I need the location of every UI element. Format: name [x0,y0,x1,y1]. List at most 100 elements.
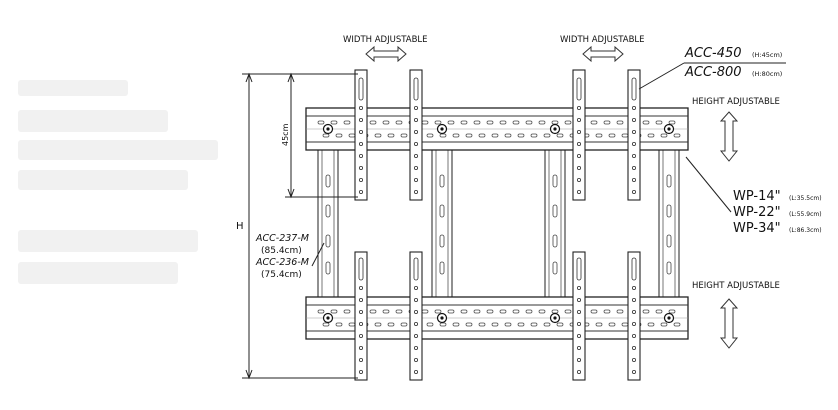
arm-hole [358,357,363,362]
plate-slot [655,309,663,314]
arm-hole [358,309,363,314]
faded-text-block [18,262,178,284]
bolt-center [553,316,557,320]
arm-hole [577,369,582,374]
acc-arm-code: ACC-800 [684,65,742,80]
plate-slot [330,309,338,314]
faded-text-block [18,80,128,96]
plate-slot [335,322,343,327]
plate-slot [382,309,390,314]
arm-hole [632,369,637,374]
wall-plate-note: (L:55.9cm) [789,211,822,218]
plate-slot [538,120,546,125]
plate-slot [426,322,434,327]
plate-slot [543,322,551,327]
rail-code: ACC-237-M [255,233,309,244]
plate-slot [473,309,481,314]
plate-slot [504,133,512,138]
arm-slot [413,77,419,101]
plate-slot [439,322,447,327]
plate-slot [400,133,408,138]
plate-slot [668,120,676,125]
plate-slot [642,120,650,125]
width-adjustable-label-right: WIDTH ADJUSTABLE [560,35,645,45]
arm-hole [577,177,582,182]
arm-hole [577,106,582,111]
plate-slot [434,309,442,314]
plate-slot [465,133,473,138]
plate-slot [660,133,668,138]
plate-slot [426,133,434,138]
arm-hole [413,165,418,170]
arm-hole [358,141,363,146]
arm-hole [413,297,418,302]
plate-slot [387,322,395,327]
plate-slot [486,120,494,125]
vertical-rail [658,149,680,301]
arm-hole [577,165,582,170]
arm-slot [631,257,637,281]
arm-slot [413,257,419,281]
arm-hole [413,345,418,350]
arm-hole [358,177,363,182]
rail-slot [325,234,331,248]
bolt-center [553,127,557,131]
arm-hole [358,369,363,374]
mount-frame-drawing [305,69,689,381]
arm-hole [577,321,582,326]
arm-slot [358,77,364,101]
plate-slot [564,309,572,314]
plate-slot [590,120,598,125]
arm-hole [358,333,363,338]
arm-hole [577,357,582,362]
wall-plate-code: WP-34" [733,221,781,236]
plate-slot [647,322,655,327]
plate-slot [460,309,468,314]
arm-hole [632,285,637,290]
rail-note: (75.4cm) [261,270,302,280]
plate-slot [530,133,538,138]
plate-slot [478,322,486,327]
bolt-center [667,127,671,131]
rail-slot [666,204,672,218]
arm-hole [413,369,418,374]
arm-hole [632,309,637,314]
plate-slot [616,120,624,125]
rail-slot [439,234,445,248]
plate-slot [556,133,564,138]
arm-slot [576,257,582,281]
plate-slot [504,322,512,327]
height-adjustable-label-top: HEIGHT ADJUSTABLE [692,97,780,107]
plate-slot [382,120,390,125]
plate-slot [491,322,499,327]
hanging-arm [627,69,641,201]
arm-hole [358,106,363,111]
plate-slot [673,322,681,327]
bolt-center [667,316,671,320]
arm-hole [358,189,363,194]
bolt-center [440,316,444,320]
faded-text-block [18,110,168,132]
45cm-dimension [285,72,358,199]
plate-slot [621,322,629,327]
arm-hole [358,297,363,302]
height-adjustable-label-bottom: HEIGHT ADJUSTABLE [692,281,780,291]
plate-slot [595,133,603,138]
plate-slot [452,133,460,138]
plate-slot [543,133,551,138]
wall-plate-code: WP-14" [733,189,781,204]
plate-slot [621,133,629,138]
rail-slot [325,261,331,275]
plate-slot [348,322,356,327]
arm-hole [413,321,418,326]
arm-hole [577,189,582,194]
plate-slot [317,309,325,314]
acc-arm-callout [638,62,786,90]
plate-slot [465,322,473,327]
acc-arm-note: (H:80cm) [752,70,782,78]
faded-text-block [18,170,188,190]
arm-hole [413,153,418,158]
arm-hole [413,189,418,194]
plate-slot [330,120,338,125]
plate-slot [608,133,616,138]
